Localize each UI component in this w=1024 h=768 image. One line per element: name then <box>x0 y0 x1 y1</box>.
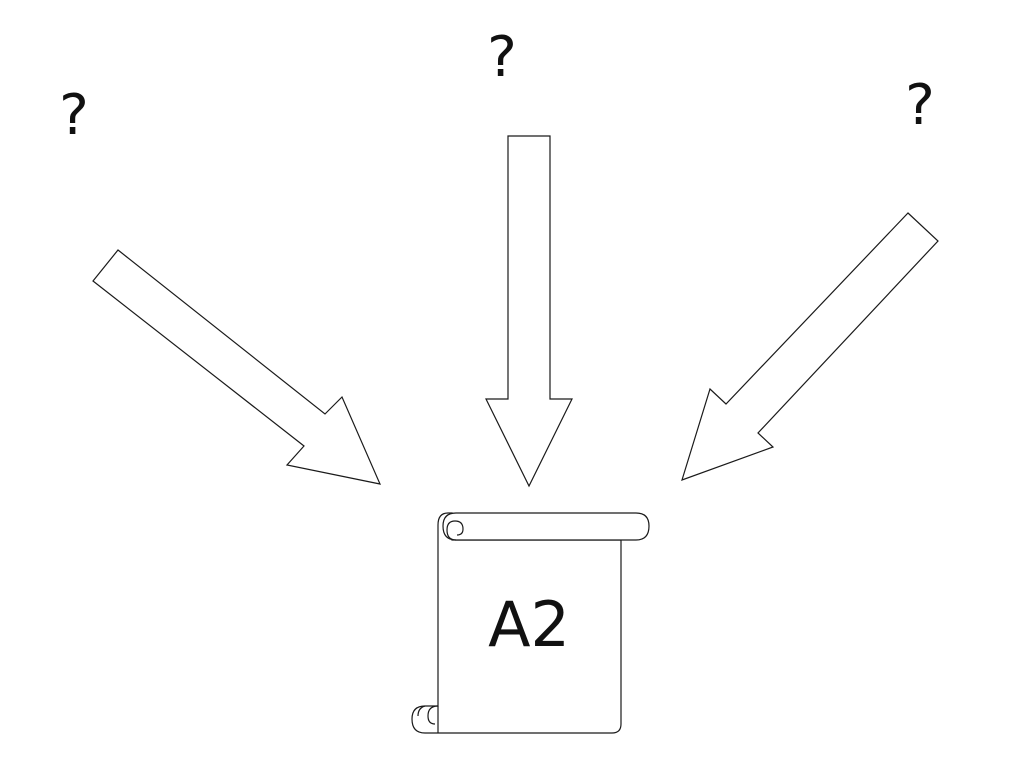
scroll-bottom-curl <box>417 705 439 725</box>
question-mark-right: ? <box>905 73 935 138</box>
scroll-page <box>411 512 622 734</box>
scroll-top-roll <box>442 512 650 541</box>
document-label: A2 <box>488 588 570 661</box>
arrow-down-icon <box>485 135 573 488</box>
question-mark-left: ? <box>59 83 89 148</box>
scroll-top-curl <box>446 520 464 541</box>
question-mark-center: ? <box>487 25 517 90</box>
scroll-icon: A2 <box>411 512 650 734</box>
arrow-down-right-icon <box>92 249 382 485</box>
arrow-down-left-icon <box>681 212 939 481</box>
